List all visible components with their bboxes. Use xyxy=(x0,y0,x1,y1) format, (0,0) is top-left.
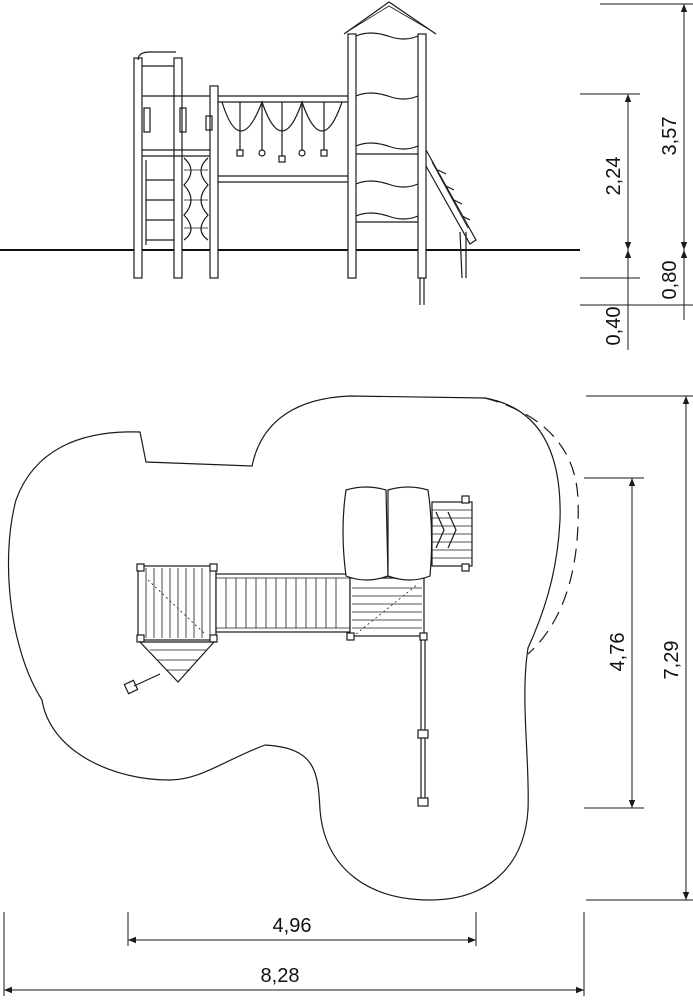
chain-bridge xyxy=(218,95,352,183)
roof-tower xyxy=(343,1,437,305)
plan-bridge xyxy=(215,573,351,633)
left-platform xyxy=(123,563,218,695)
dim-label-plan-total-depth: 7,29 xyxy=(661,641,683,680)
dim-label-plan-inner-width: 4,96 xyxy=(273,915,312,937)
safety-zone-outline xyxy=(7,395,561,901)
rope-pole xyxy=(417,640,429,807)
side-dimension-lines xyxy=(580,3,693,350)
plan-view xyxy=(3,395,693,996)
slide-zone-dashed xyxy=(484,397,579,655)
roof-top xyxy=(342,486,433,581)
left-tower xyxy=(133,51,219,279)
right-platform xyxy=(346,577,428,641)
side-elevation-view xyxy=(0,1,693,350)
climbing-wall-plan xyxy=(431,495,473,572)
plan-dimension-lines xyxy=(3,395,693,996)
dim-label-side-platform-height: 2,24 xyxy=(603,157,625,196)
climbing-wall xyxy=(425,149,477,279)
dim-label-side-depth-short: 0,40 xyxy=(603,307,625,346)
dim-label-side-total-height: 3,57 xyxy=(659,117,681,156)
dim-label-plan-inner-depth: 4,76 xyxy=(607,633,629,672)
dim-label-side-depth-long: 0,80 xyxy=(659,261,681,300)
dim-label-plan-total-width: 8,28 xyxy=(261,965,300,987)
